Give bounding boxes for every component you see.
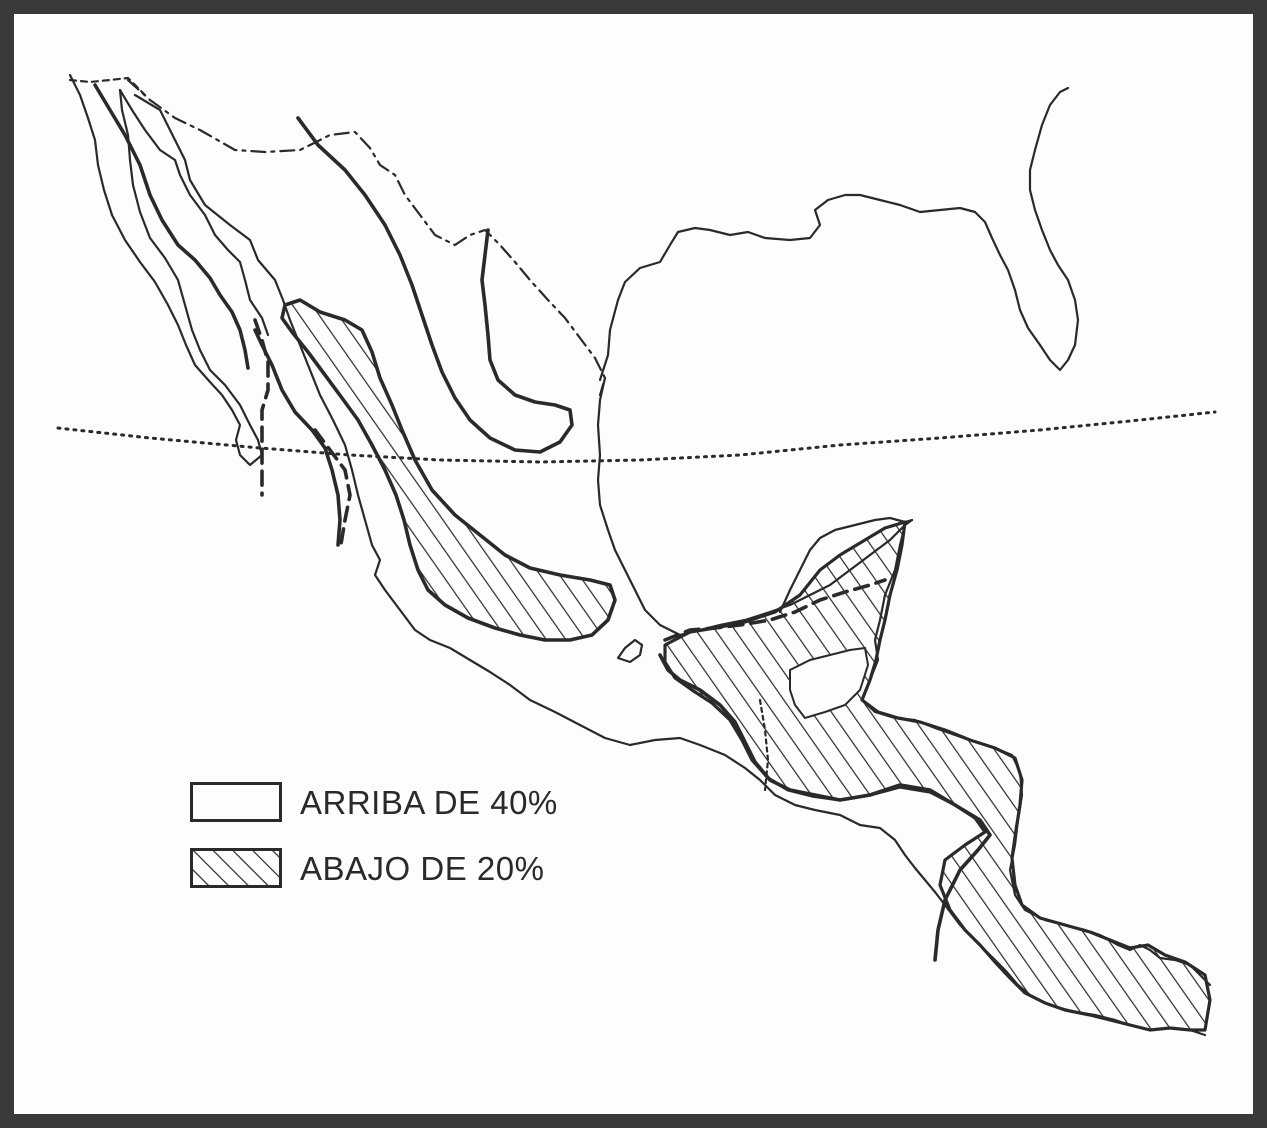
legend-swatch-hatched xyxy=(190,848,282,888)
isoline-pacific-dashed xyxy=(313,428,352,552)
baja-pacific-coast xyxy=(68,73,264,467)
us-mexico-border xyxy=(126,78,607,397)
baja-gulf-coast xyxy=(118,88,270,337)
us-gulf-coast xyxy=(598,86,1080,382)
legend-label-above-40: ARRIBA DE 40% xyxy=(300,784,558,821)
laguna-island xyxy=(616,638,644,664)
isoline-pacific xyxy=(253,328,342,547)
isoline-1 xyxy=(93,83,250,370)
yucatan-coast xyxy=(778,516,914,614)
hatched-region-mexico xyxy=(280,298,617,642)
isoline-2 xyxy=(296,116,574,454)
legend-label-below-20: ABAJO DE 20% xyxy=(300,850,545,887)
isoline-baja-dashed xyxy=(253,318,270,497)
legend-swatch-blank xyxy=(190,782,282,822)
hatched-region-central-america xyxy=(663,520,1212,1032)
inner-blank-area xyxy=(789,646,870,720)
tropic-line xyxy=(56,410,1217,464)
